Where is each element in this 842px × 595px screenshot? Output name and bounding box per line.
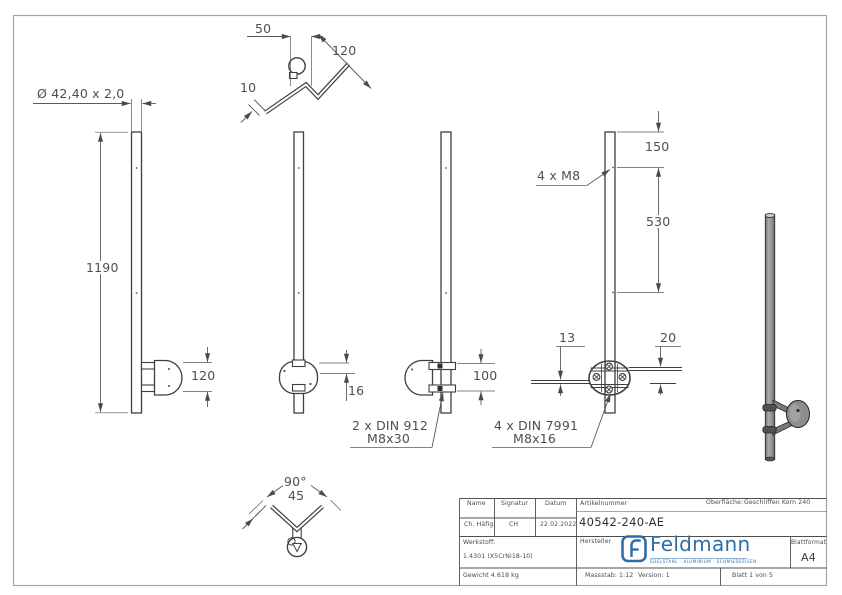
dim-bracket-120: 120 [191, 368, 216, 383]
dim-arm-120: 120 [332, 43, 357, 58]
dim-angle-45: 45 [288, 488, 305, 503]
dim-height-1190: 1190 [84, 260, 121, 275]
view-back-dims [492, 111, 681, 448]
title-block-grid [459, 498, 827, 586]
header-artikelnummer: Artikelnummer [580, 500, 628, 507]
feldmann-wordmark: Feldmann [650, 532, 751, 556]
product-photo [762, 212, 810, 462]
value-artikelnummer: 40542-240-AE [579, 515, 665, 529]
detail-top-view [240, 33, 372, 123]
dim-top-50: 50 [255, 21, 272, 36]
view-front-dims [319, 350, 355, 401]
label-din7991-line2: M8x16 [513, 431, 557, 446]
header-signatur: Signatur [501, 500, 528, 507]
view-side-left [130, 131, 183, 414]
view-side-right-dims [350, 349, 495, 448]
value-signatur: CH [509, 521, 519, 528]
dim-right-20: 20 [660, 330, 677, 345]
value-blatt: Blatt 1 von 5 [732, 572, 774, 579]
value-massstab: Massstab: 1:12 [585, 572, 634, 579]
header-oberflaeche: Oberfläche: [706, 499, 744, 506]
detail-bottom-view [242, 485, 342, 558]
view-side-left-dims [33, 99, 212, 414]
header-name: Name [467, 500, 486, 507]
photo-tube [764, 214, 776, 460]
label-din912-line2: M8x30 [367, 431, 411, 446]
value-datum: 22.02.2022 [540, 521, 577, 528]
dim-spacing-100: 100 [471, 368, 500, 383]
value-werkstoff: 1.4301 (X5CrNi18-10) [463, 553, 533, 560]
value-blattformat: A4 [801, 551, 816, 564]
photo-clamp-ring-lower [762, 426, 777, 434]
value-name: Ch. Häfig [464, 521, 494, 528]
dim-mid-530: 530 [644, 214, 673, 229]
feldmann-logo-icon [621, 535, 747, 563]
view-front [278, 131, 319, 414]
dim-left-13: 13 [559, 330, 576, 345]
feldmann-tagline: EDELSTAHL · ALUMINIUM · SCHMIEDEEISEN [650, 559, 757, 564]
value-gewicht: Gewicht 4.618 kg [463, 572, 519, 579]
label-din7991-line1: 4 x DIN 7991 [494, 418, 579, 433]
view-back [531, 131, 682, 414]
dim-plate-16: 16 [348, 383, 365, 398]
value-version: Version: 1 [638, 572, 670, 579]
sheet-frame [12, 14, 828, 587]
label-din912-line1: 2 x DIN 912 [352, 418, 428, 433]
photo-clamp-ring-upper [762, 404, 777, 412]
value-oberflaeche: Geschliffen Korn 240 [744, 499, 811, 506]
header-datum: Datum [545, 500, 567, 507]
label-4xm8: 4 x M8 [537, 168, 581, 183]
dim-diameter: Ø 42,40 x 2,0 [37, 86, 125, 101]
header-werkstoff: Werkstoff: [463, 539, 496, 546]
dim-top-150: 150 [645, 139, 670, 154]
header-blattformat: Blattformat [791, 540, 827, 546]
dim-angle-90: 90° [284, 474, 307, 489]
view-side-right [404, 131, 457, 414]
dim-thickness-10: 10 [240, 80, 257, 95]
header-hersteller: Hersteller [580, 538, 612, 545]
